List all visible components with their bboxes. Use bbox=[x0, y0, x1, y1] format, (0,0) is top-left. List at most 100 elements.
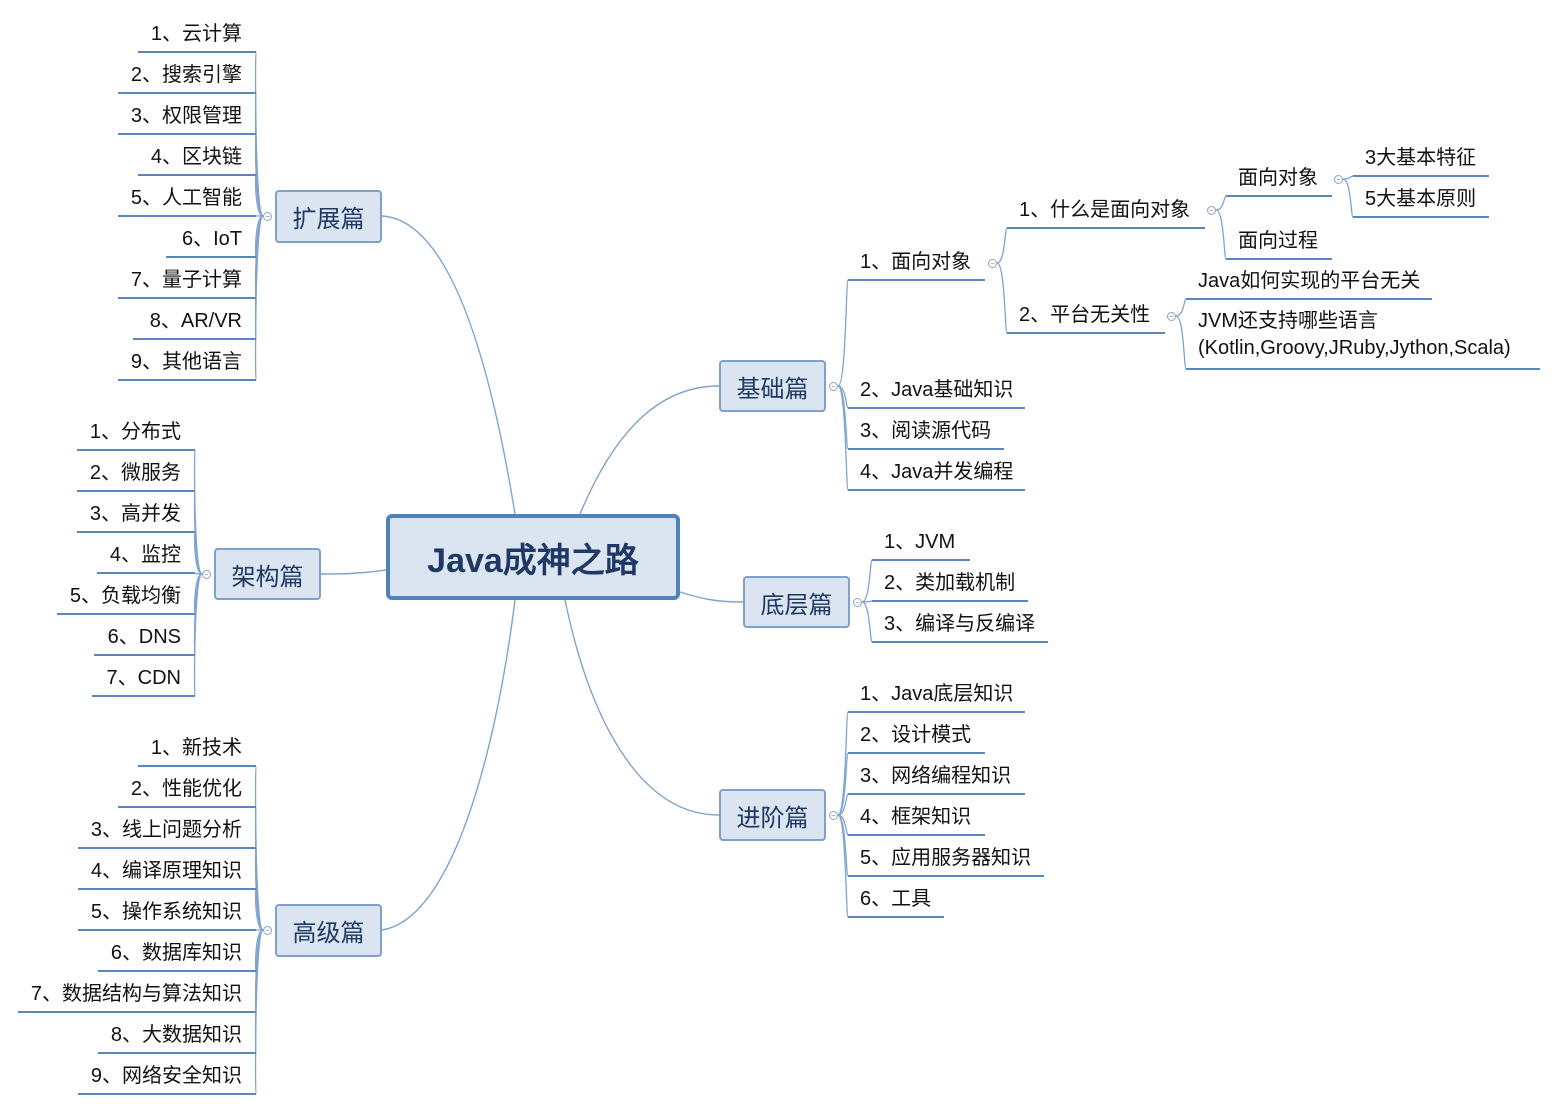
connector-leaf bbox=[1342, 178, 1354, 218]
branch-jiagou[interactable]: 架构篇 bbox=[214, 548, 321, 600]
connector-leaf bbox=[996, 227, 1008, 264]
connector-leaf bbox=[861, 601, 873, 643]
connector-leaf bbox=[861, 559, 873, 603]
collapse-icon[interactable]: − bbox=[853, 598, 862, 607]
branch-gaoji[interactable]: 高级篇 bbox=[275, 904, 382, 957]
branch-label: 高级篇 bbox=[292, 920, 365, 947]
leaf-gaoji-7[interactable]: 7、数据结构与算法知识 bbox=[18, 979, 256, 1013]
leaf-gaoji-6[interactable]: 6、数据库知识 bbox=[98, 938, 256, 972]
root-label: Java成神之路 bbox=[427, 541, 639, 580]
collapse-icon[interactable]: − bbox=[829, 811, 838, 820]
connector-leaf bbox=[837, 385, 849, 491]
leaf-kuozhan-5[interactable]: 5、人工智能 bbox=[118, 183, 256, 217]
branch-label: 进阶篇 bbox=[736, 804, 809, 832]
connector-leaf bbox=[1175, 315, 1187, 370]
leaf-kuozhan-7[interactable]: 7、量子计算 bbox=[118, 265, 256, 299]
leaf-platform-languages[interactable]: JVM还支持哪些语言(Kotlin,Groovy,JRuby,Jython,Sc… bbox=[1186, 308, 1540, 370]
connector-root-gaoji bbox=[381, 599, 516, 931]
leaf-oop-procedure[interactable]: 面向过程 bbox=[1226, 226, 1332, 260]
connector-root-diceng bbox=[679, 591, 744, 603]
connector-leaf bbox=[837, 752, 849, 816]
branch-label: 基础篇 bbox=[736, 375, 809, 403]
leaf-oop-platform[interactable]: 2、平台无关性 bbox=[1007, 300, 1165, 334]
collapse-icon[interactable]: − bbox=[1334, 175, 1343, 184]
leaf-gaoji-9[interactable]: 9、网络安全知识 bbox=[78, 1061, 256, 1095]
connector-root-jiagou bbox=[320, 569, 387, 575]
leaf-kuozhan-3[interactable]: 3、权限管理 bbox=[118, 101, 256, 135]
connector-leaf bbox=[996, 262, 1008, 334]
leaf-jinjie-4[interactable]: 4、框架知识 bbox=[848, 802, 985, 836]
leaf-jichu-4[interactable]: 4、Java并发编程 bbox=[848, 457, 1025, 491]
connector-leaf bbox=[254, 215, 264, 381]
leaf-jiagou-1[interactable]: 1、分布式 bbox=[77, 417, 195, 451]
connector-root-kuozhan bbox=[381, 215, 516, 515]
connector-leaf bbox=[837, 279, 849, 387]
branch-kuozhan[interactable]: 扩展篇 bbox=[275, 190, 382, 243]
leaf-gaoji-3[interactable]: 3、线上问题分析 bbox=[78, 815, 256, 849]
connector-leaf bbox=[1215, 195, 1227, 211]
leaf-oo-features[interactable]: 3大基本特征 bbox=[1353, 143, 1489, 177]
leaf-kuozhan-6[interactable]: 6、IoT bbox=[166, 224, 256, 258]
leaf-jiagou-5[interactable]: 5、负载均衡 bbox=[57, 581, 195, 615]
leaf-platform-how[interactable]: Java如何实现的平台无关 bbox=[1186, 266, 1432, 300]
branch-jichu[interactable]: 基础篇 bbox=[719, 360, 826, 412]
connector-root-jinjie bbox=[564, 599, 720, 816]
leaf-jinjie-5[interactable]: 5、应用服务器知识 bbox=[848, 843, 1044, 877]
connector-leaf bbox=[837, 814, 849, 877]
connector-leaf bbox=[254, 888, 264, 931]
leaf-jiagou-2[interactable]: 2、微服务 bbox=[77, 458, 195, 492]
leaf-kuozhan-2[interactable]: 2、搜索引擎 bbox=[118, 60, 256, 94]
leaf-kuozhan-4[interactable]: 4、区块链 bbox=[138, 142, 256, 176]
leaf-jiagou-4[interactable]: 4、监控 bbox=[97, 540, 195, 574]
leaf-diceng-2[interactable]: 2、类加载机制 bbox=[872, 568, 1028, 602]
leaf-gaoji-5[interactable]: 5、操作系统知识 bbox=[78, 897, 256, 931]
collapse-icon[interactable]: − bbox=[263, 926, 272, 935]
collapse-icon[interactable]: − bbox=[1207, 206, 1216, 215]
collapse-icon[interactable]: − bbox=[202, 570, 211, 579]
collapse-icon[interactable]: − bbox=[263, 212, 272, 221]
leaf-jinjie-6[interactable]: 6、工具 bbox=[848, 884, 944, 918]
connector-leaf bbox=[254, 847, 264, 931]
collapse-icon[interactable]: − bbox=[829, 382, 838, 391]
collapse-icon[interactable]: − bbox=[1167, 312, 1176, 321]
branch-diceng[interactable]: 底层篇 bbox=[743, 576, 850, 628]
leaf-gaoji-8[interactable]: 8、大数据知识 bbox=[98, 1020, 256, 1054]
leaf-diceng-1[interactable]: 1、JVM bbox=[872, 527, 970, 561]
connector-root-jichu bbox=[579, 385, 720, 515]
root-node[interactable]: Java成神之路 bbox=[386, 514, 680, 600]
leaf-jichu-3[interactable]: 3、阅读源代码 bbox=[848, 416, 1004, 450]
leaf-jiagou-7[interactable]: 7、CDN bbox=[92, 663, 195, 697]
connector-leaf bbox=[193, 490, 203, 575]
connector-leaf bbox=[254, 133, 264, 217]
branch-jinjie[interactable]: 进阶篇 bbox=[719, 789, 826, 841]
leaf-jiagou-3[interactable]: 3、高并发 bbox=[77, 499, 195, 533]
connector-leaf bbox=[837, 385, 849, 450]
connector-leaf bbox=[837, 814, 849, 918]
leaf-jinjie-2[interactable]: 2、设计模式 bbox=[848, 720, 985, 754]
leaf-kuozhan-1[interactable]: 1、云计算 bbox=[138, 19, 256, 53]
branch-label: 底层篇 bbox=[760, 591, 833, 619]
leaf-gaoji-4[interactable]: 4、编译原理知识 bbox=[78, 856, 256, 890]
leaf-gaoji-1[interactable]: 1、新技术 bbox=[138, 733, 256, 767]
connector-leaf bbox=[254, 929, 264, 1095]
leaf-kuozhan-9[interactable]: 9、其他语言 bbox=[118, 347, 256, 381]
leaf-jinjie-3[interactable]: 3、网络编程知识 bbox=[848, 761, 1025, 795]
leaf-jinjie-1[interactable]: 1、Java底层知识 bbox=[848, 679, 1025, 713]
connector-leaf bbox=[1215, 209, 1227, 260]
collapse-icon[interactable]: − bbox=[988, 259, 997, 268]
connector-leaf bbox=[193, 573, 203, 697]
leaf-kuozhan-8[interactable]: 8、AR/VR bbox=[133, 306, 256, 340]
leaf-gaoji-2[interactable]: 2、性能优化 bbox=[118, 774, 256, 808]
leaf-oop-what[interactable]: 1、什么是面向对象 bbox=[1007, 195, 1205, 229]
connector-leaf bbox=[1175, 298, 1187, 317]
branch-label: 扩展篇 bbox=[292, 206, 365, 233]
leaf-jiagou-6[interactable]: 6、DNS bbox=[94, 622, 195, 656]
leaf-oo-principles[interactable]: 5大基本原则 bbox=[1353, 184, 1489, 218]
leaf-jichu-2[interactable]: 2、Java基础知识 bbox=[848, 375, 1025, 409]
leaf-oop-object[interactable]: 面向对象 bbox=[1226, 163, 1332, 197]
leaf-diceng-3[interactable]: 3、编译与反编译 bbox=[872, 609, 1048, 643]
leaf-jichu-1[interactable]: 1、面向对象 bbox=[848, 247, 985, 281]
branch-label: 架构篇 bbox=[231, 563, 304, 591]
connector-leaf bbox=[254, 174, 264, 217]
